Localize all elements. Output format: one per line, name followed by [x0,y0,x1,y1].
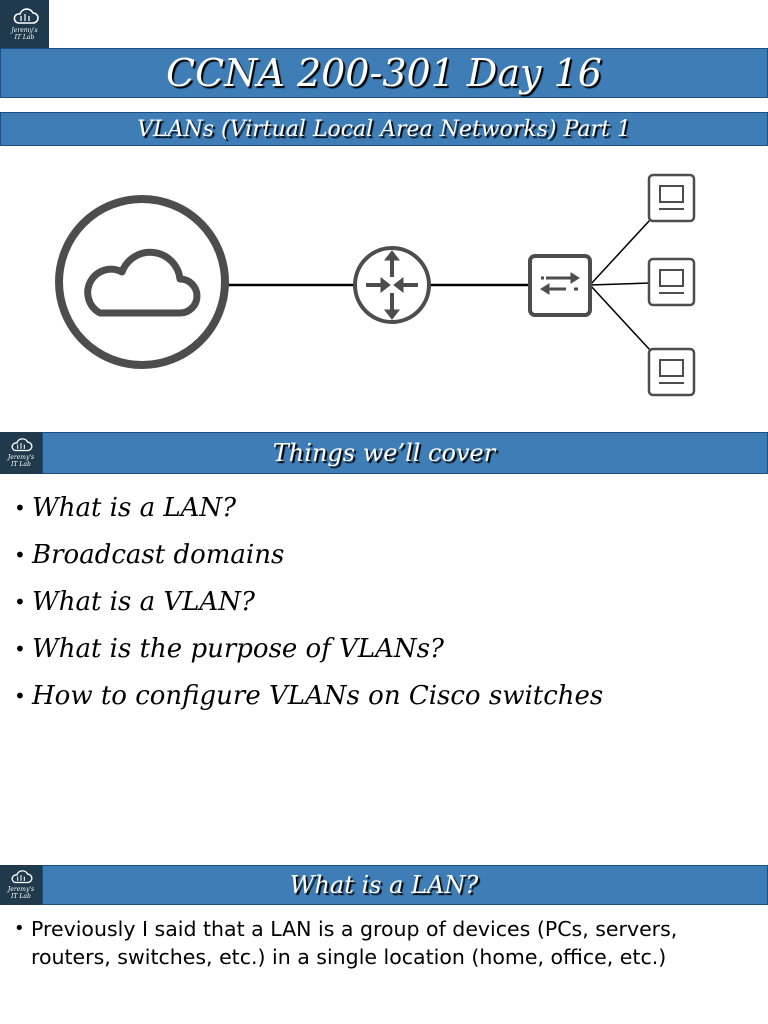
list-item: What is a VLAN? [14,580,603,627]
logo-text: Jeremy's IT Lab [11,26,38,41]
cover-list: What is a LAN? Broadcast domains What is… [14,486,603,721]
section-heading-what-is-a-lan: What is a LAN? [42,865,768,905]
cloud-circuit-icon [11,870,33,884]
switch-icon [528,254,592,317]
list-item: What is a LAN? [14,486,603,533]
pc-icon [647,257,696,307]
section-heading-text: What is a LAN? [289,871,479,899]
link-switch-pc1 [589,219,651,286]
cloud-icon [55,195,229,369]
slide-title: CCNA 200-301 Day 16 [0,48,768,98]
section-heading-things-we-will-cover: Things we’ll cover [42,432,768,474]
link-switch-pc2 [589,282,651,286]
cloud-circuit-icon [11,438,33,452]
logo-top: Jeremy's IT Lab [0,0,49,48]
logo-text: Jeremy's IT Lab [7,454,35,468]
list-item: Broadcast domains [14,533,603,580]
network-diagram [55,173,696,397]
pc-icon [647,173,696,223]
list-item: What is the purpose of VLANs? [14,627,603,674]
list-item: How to configure VLANs on Cisco switches [14,674,603,721]
logo-section2: Jeremy's IT Lab [0,865,42,905]
section-heading-text: Things we’ll cover [272,439,496,467]
link-switch-pc3 [589,284,651,351]
router-icon [353,246,431,324]
slide-subtitle: VLANs (Virtual Local Area Networks) Part… [0,112,768,146]
cloud-circuit-icon [13,7,39,24]
logo-section1: Jeremy's IT Lab [0,432,42,474]
pc-icon [647,347,696,397]
logo-text: Jeremy's IT Lab [7,886,35,900]
lan-definition-paragraph: Previously I said that a LAN is a group … [14,915,754,971]
